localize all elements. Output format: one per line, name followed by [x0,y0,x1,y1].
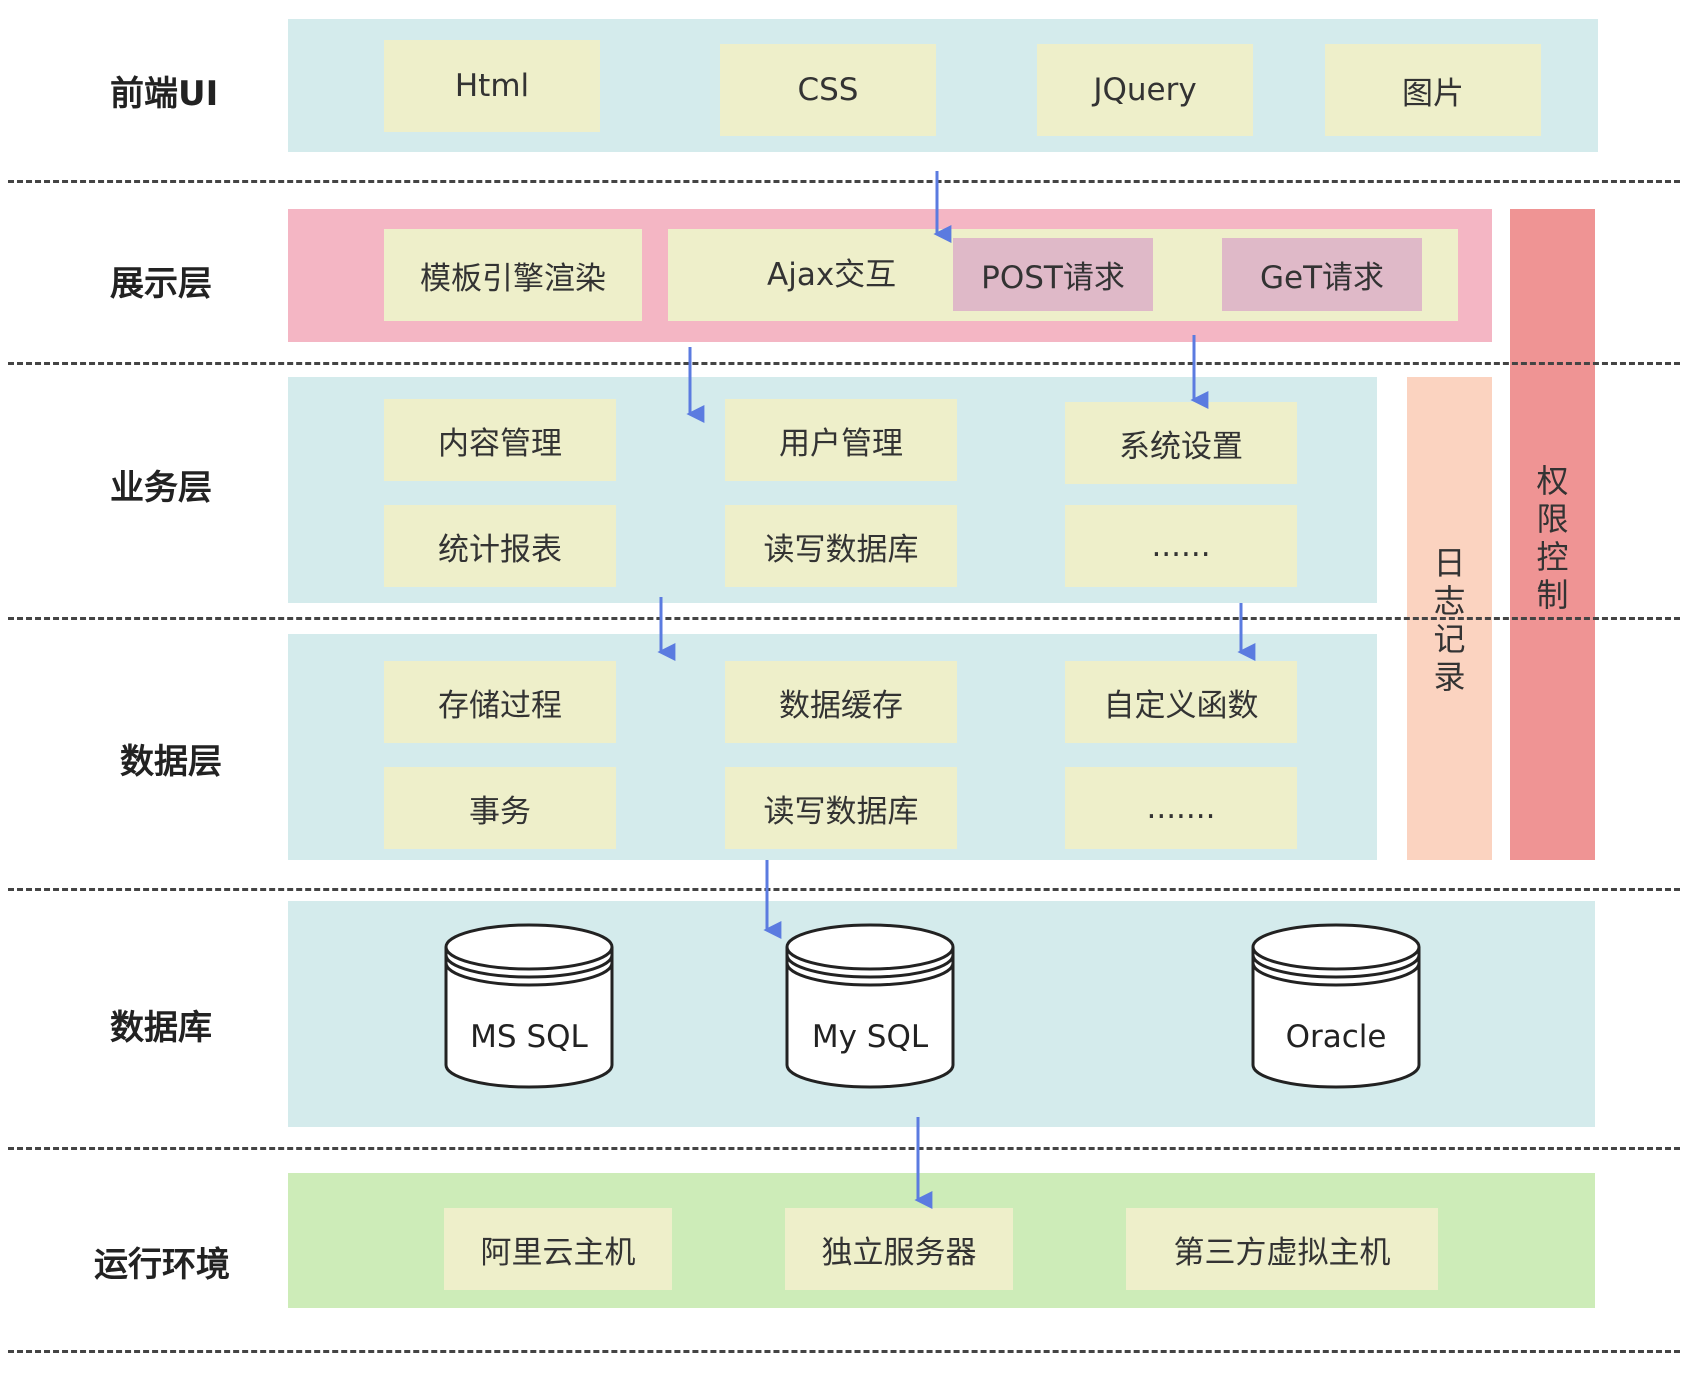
frontend-item-jquery: JQuery [1037,44,1253,136]
log-char: 志 [1433,582,1466,620]
permission-bar [1510,209,1595,860]
row-label-frontend: 前端UI [110,74,219,114]
business-item: 用户管理 [725,399,957,481]
log-char: 记 [1433,620,1466,658]
permission-label: 权 限 控 制 [1510,458,1595,618]
log-label: 日 志 记 录 [1407,540,1492,700]
database-cylinder-oracle: Oracle [1250,921,1422,1091]
post-request-box: POST请求 [953,238,1153,311]
row-label-runtime: 运行环境 [94,1245,230,1285]
database-label: MS SQL [470,1019,588,1055]
separator-line [8,1350,1680,1353]
business-item: 系统设置 [1065,402,1297,484]
data-item: ....... [1065,767,1297,849]
database-cylinder-mysql: My SQL [784,921,956,1091]
cylinder-icon [444,923,614,1089]
data-item: 存储过程 [384,661,616,743]
permission-char: 控 [1536,538,1569,576]
business-item: 内容管理 [384,399,616,481]
business-item: 统计报表 [384,505,616,587]
runtime-item: 独立服务器 [785,1208,1013,1290]
row-label-business: 业务层 [110,468,212,508]
database-cylinder-mssql: MS SQL [443,921,615,1091]
data-item: 事务 [384,767,616,849]
separator-line [8,362,1680,365]
business-item: ...... [1065,505,1297,587]
ajax-label: Ajax交互 [767,257,897,293]
row-label-display: 展示层 [110,264,212,304]
business-item: 读写数据库 [725,505,957,587]
log-char: 日 [1433,544,1466,582]
separator-line [8,1147,1680,1150]
permission-char: 限 [1536,500,1569,538]
runtime-item: 第三方虚拟主机 [1126,1208,1438,1290]
database-label: My SQL [811,1019,929,1055]
cylinder-icon [785,923,955,1089]
separator-line [8,888,1680,891]
permission-char: 权 [1536,462,1569,500]
data-item: 读写数据库 [725,767,957,849]
cylinder-icon [1251,923,1421,1089]
row-label-database: 数据库 [110,1008,212,1048]
data-item: 数据缓存 [725,661,957,743]
data-item: 自定义函数 [1065,661,1297,743]
frontend-item-css: CSS [720,44,936,136]
permission-char: 制 [1536,576,1569,614]
frontend-item-image: 图片 [1325,44,1541,136]
get-request-box: GeT请求 [1222,238,1422,311]
separator-line [8,617,1680,620]
row-label-data: 数据层 [120,742,222,782]
frontend-item-html: Html [384,40,600,132]
template-render-box: 模板引擎渲染 [384,229,642,321]
database-label: Oracle [1285,1019,1387,1055]
runtime-item: 阿里云主机 [444,1208,672,1290]
separator-line [8,180,1680,183]
log-char: 录 [1433,658,1466,696]
